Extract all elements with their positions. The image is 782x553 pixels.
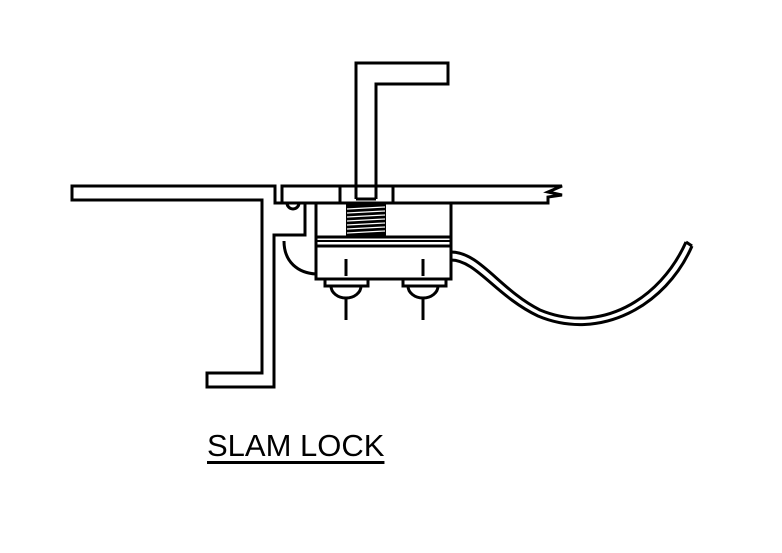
door-plate	[280, 184, 563, 205]
cam	[282, 240, 317, 276]
handle-rod	[354, 61, 450, 199]
diagram-title: SLAM LOCK	[207, 428, 385, 463]
wire-end	[685, 240, 693, 248]
foot	[401, 277, 448, 288]
thread	[346, 204, 386, 237]
wire	[450, 241, 688, 320]
foot-dome	[329, 285, 363, 300]
foot-dome	[406, 285, 440, 300]
foot	[323, 277, 370, 288]
frame-bump	[285, 202, 301, 211]
frame-profile	[70, 184, 307, 389]
wire-edge	[450, 245, 694, 326]
